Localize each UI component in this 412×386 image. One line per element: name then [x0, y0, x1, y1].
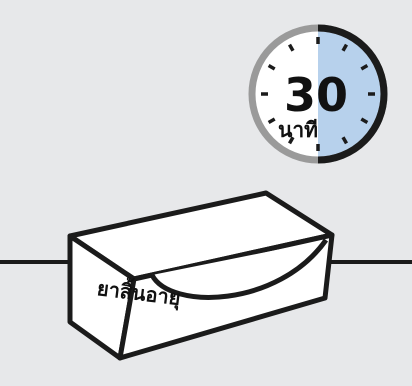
timer-unit-text: นาที — [278, 118, 318, 142]
timer-minutes-text: 30 — [284, 68, 348, 122]
tablet-box-icon: ยาสิ้นอายุ — [70, 193, 332, 358]
stopwatch-timer-icon: 30 นาที — [250, 26, 386, 162]
